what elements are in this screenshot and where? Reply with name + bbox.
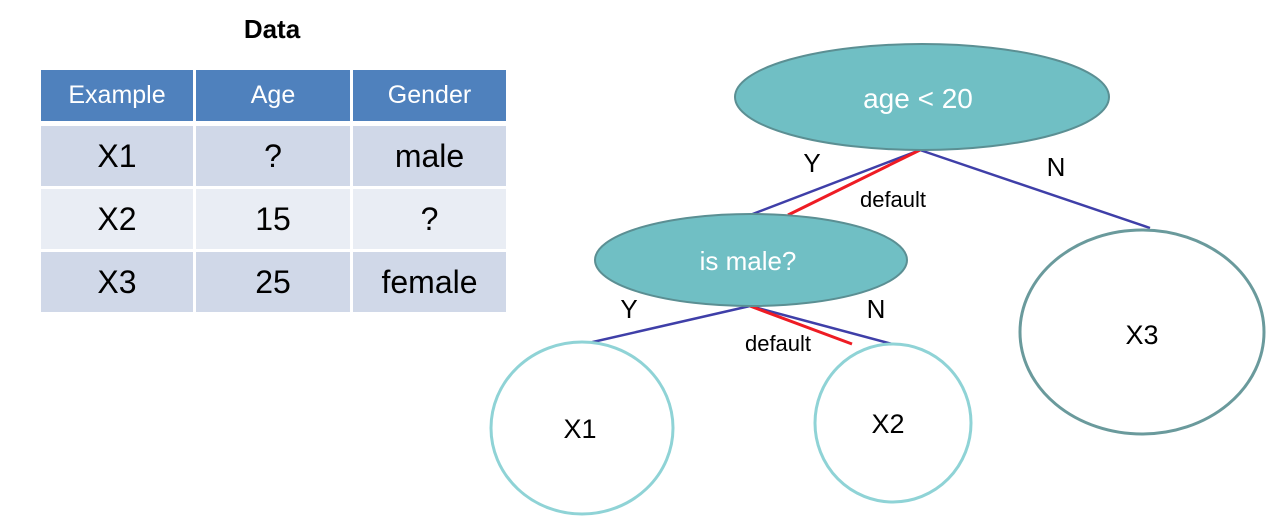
header-example: Example [38,70,196,125]
cell-gender: ? [350,186,509,252]
table-header-row: Example Age Gender [38,70,509,125]
child-decision-node [594,213,908,307]
child-default-label: default [745,331,811,356]
cell-example: X3 [38,249,196,315]
child-default-edge [749,304,853,346]
leaf-x2-node [813,342,973,504]
root-yes-label: Y [803,148,820,178]
child-no-label: N [867,294,886,324]
cell-gender: male [350,121,509,189]
data-title: Data [243,14,301,44]
cell-example: X2 [38,186,196,252]
root-no-edge [919,148,1151,230]
root-default-edge [787,148,921,217]
root-decision-node [734,43,1110,151]
header-age: Age [193,70,353,125]
data-table: Example Age Gender X1 ? male X2 15 ? X3 … [38,70,509,315]
root-decision-label: age < 20 [863,83,973,114]
leaf-x3-label: X3 [1125,320,1158,350]
child-decision-label: is male? [700,246,797,276]
child-yes-edge [583,304,751,346]
root-no-label: N [1047,152,1066,182]
cell-gender: female [350,249,509,315]
table-row: X3 25 female [38,249,509,315]
table-row: X2 15 ? [38,186,509,252]
table-row: X1 ? male [38,121,509,189]
leaf-x1-label: X1 [563,414,596,444]
cell-age: ? [193,121,353,189]
cell-example: X1 [38,121,196,189]
header-gender: Gender [350,70,509,125]
leaf-x1-node [489,340,675,516]
cell-age: 15 [193,186,353,252]
root-yes-edge [749,148,921,217]
root-default-label: default [860,187,926,212]
child-yes-label: Y [620,294,637,324]
leaf-x2-label: X2 [871,409,904,439]
cell-age: 25 [193,249,353,315]
leaf-x3-node [1018,228,1266,436]
child-no-edge [749,304,893,346]
